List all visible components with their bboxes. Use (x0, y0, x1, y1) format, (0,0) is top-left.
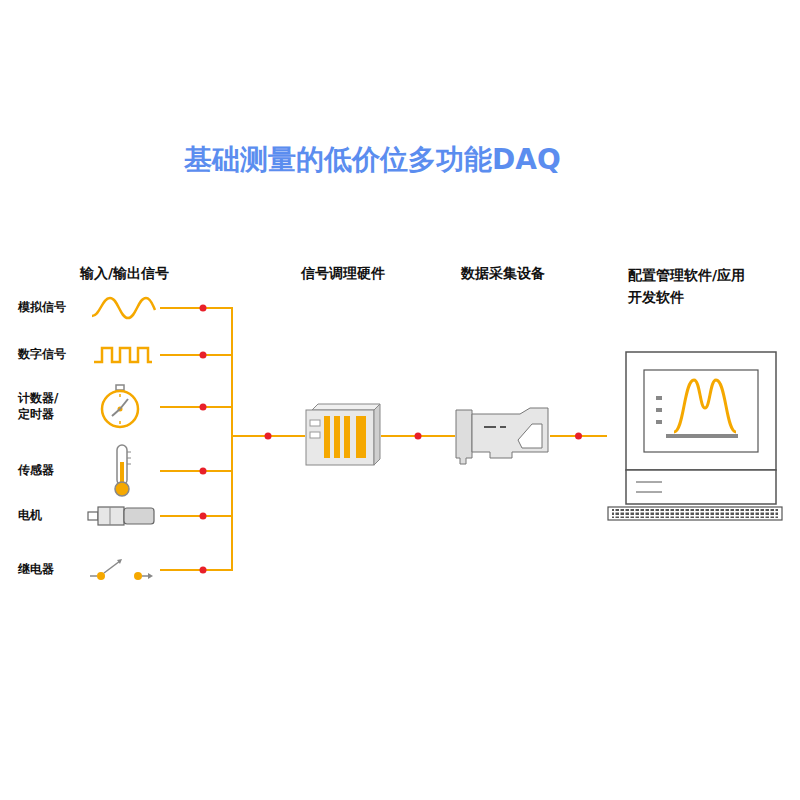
daq-device-node: 数据采集设备 (455, 406, 550, 466)
signal-label: 传感器 (18, 463, 84, 479)
signal-label: 模拟信号 (18, 300, 84, 316)
junction-dot (265, 433, 272, 440)
computer-node: 配置管理软件/应用 开发软件 (607, 352, 783, 520)
conditioning-hardware-node: 信号调理硬件 (305, 403, 381, 469)
relay-icon (90, 559, 153, 580)
column-heading: 输入/输出信号 (80, 264, 169, 282)
signal-label: 计数器/ 定时器 (18, 391, 70, 422)
signal-item: 传感器 (88, 444, 160, 498)
junction-dot (200, 468, 207, 475)
motor-icon (88, 507, 154, 525)
conditioning-hardware (306, 404, 380, 465)
junction-dot (200, 352, 207, 359)
square-wave (94, 348, 152, 362)
junction-dot (415, 433, 422, 440)
signal-wire (160, 436, 305, 570)
junction-dot (200, 404, 207, 411)
signal-label: 电机 (18, 508, 84, 524)
signal-item: 计数器/ 定时器 (88, 384, 160, 430)
signal-wire (160, 355, 305, 436)
signal-item: 继电器 (88, 558, 160, 582)
signal-label: 数字信号 (18, 347, 84, 363)
junction-dot (200, 567, 207, 574)
component-heading: 配置管理软件/应用 开发软件 (628, 264, 788, 309)
signal-item: 电机 (88, 505, 160, 527)
computer (608, 352, 782, 520)
signal-item: 数字信号 (88, 345, 160, 365)
junction-dot (200, 305, 207, 312)
signal-label: 继电器 (18, 562, 84, 578)
signal-wire (160, 308, 305, 436)
junction-dot (575, 433, 582, 440)
junction-dot (200, 513, 207, 520)
thermometer-icon (115, 445, 131, 496)
daq-card (456, 408, 548, 464)
sine-wave (92, 298, 155, 318)
signal-item: 模拟信号 (88, 296, 160, 320)
stopwatch-icon (102, 385, 138, 427)
signal-wire (160, 407, 305, 436)
component-heading: 信号调理硬件 (301, 264, 385, 282)
component-heading: 数据采集设备 (461, 264, 545, 282)
diagram-title: 基础测量的低价位多功能DAQ (184, 142, 561, 178)
